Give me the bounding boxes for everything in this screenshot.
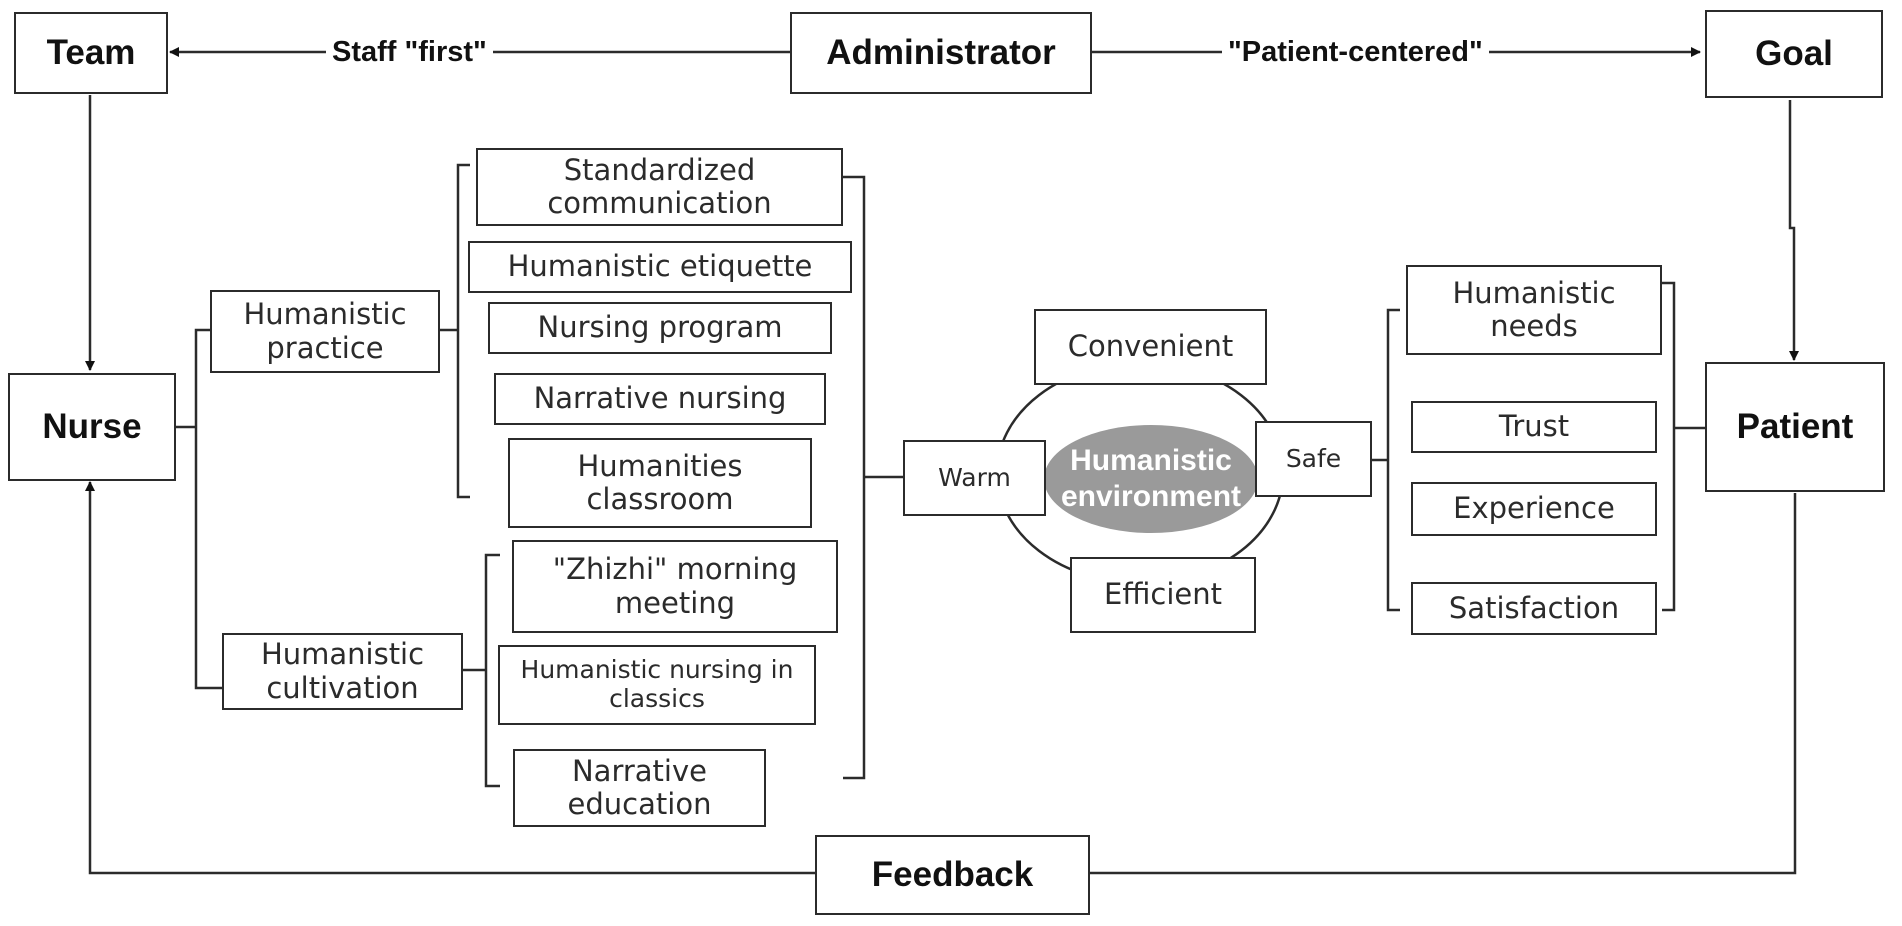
practice-item: Humanistic etiquette <box>468 241 852 293</box>
outcome-item: Experience <box>1411 482 1657 536</box>
feedback-box: Feedback <box>815 835 1090 915</box>
practice-item: Standardized communication <box>476 148 843 226</box>
cultivation-item: "Zhizhi" morning meeting <box>512 540 838 633</box>
warm-box: Warm <box>903 440 1046 516</box>
humanistic-practice-box: Humanistic practice <box>210 290 440 373</box>
outcome-item: Humanistic needs <box>1406 265 1662 355</box>
staff-first-label: Staff "first" <box>326 38 493 67</box>
efficient-box: Efficient <box>1070 557 1256 633</box>
safe-box: Safe <box>1255 421 1372 497</box>
arrow-goal-to-patient <box>1788 100 1799 361</box>
goal-box: Goal <box>1705 10 1883 98</box>
practice-item: Narrative nursing <box>494 373 826 425</box>
practice-item: Nursing program <box>488 302 832 354</box>
feedback-line-right <box>1090 493 1797 875</box>
patient-centered-label: "Patient-centered" <box>1222 38 1489 67</box>
arrow-feedback-to-nurse <box>85 481 815 875</box>
cultivation-item: Humanistic nursing in classics <box>498 645 816 725</box>
team-box: Team <box>14 12 168 94</box>
cultivation-item: Narrative education <box>513 749 766 827</box>
administrator-box: Administrator <box>790 12 1092 94</box>
outcome-item: Satisfaction <box>1411 582 1657 635</box>
nurse-box: Nurse <box>8 373 176 481</box>
humanistic-environment-core: Humanistic environment <box>1044 425 1258 533</box>
convenient-box: Convenient <box>1034 309 1267 385</box>
patient-box: Patient <box>1705 362 1885 492</box>
practice-item: Humanities classroom <box>508 438 812 528</box>
humanistic-cultivation-box: Humanistic cultivation <box>222 633 463 710</box>
outcome-item: Trust <box>1411 401 1657 453</box>
